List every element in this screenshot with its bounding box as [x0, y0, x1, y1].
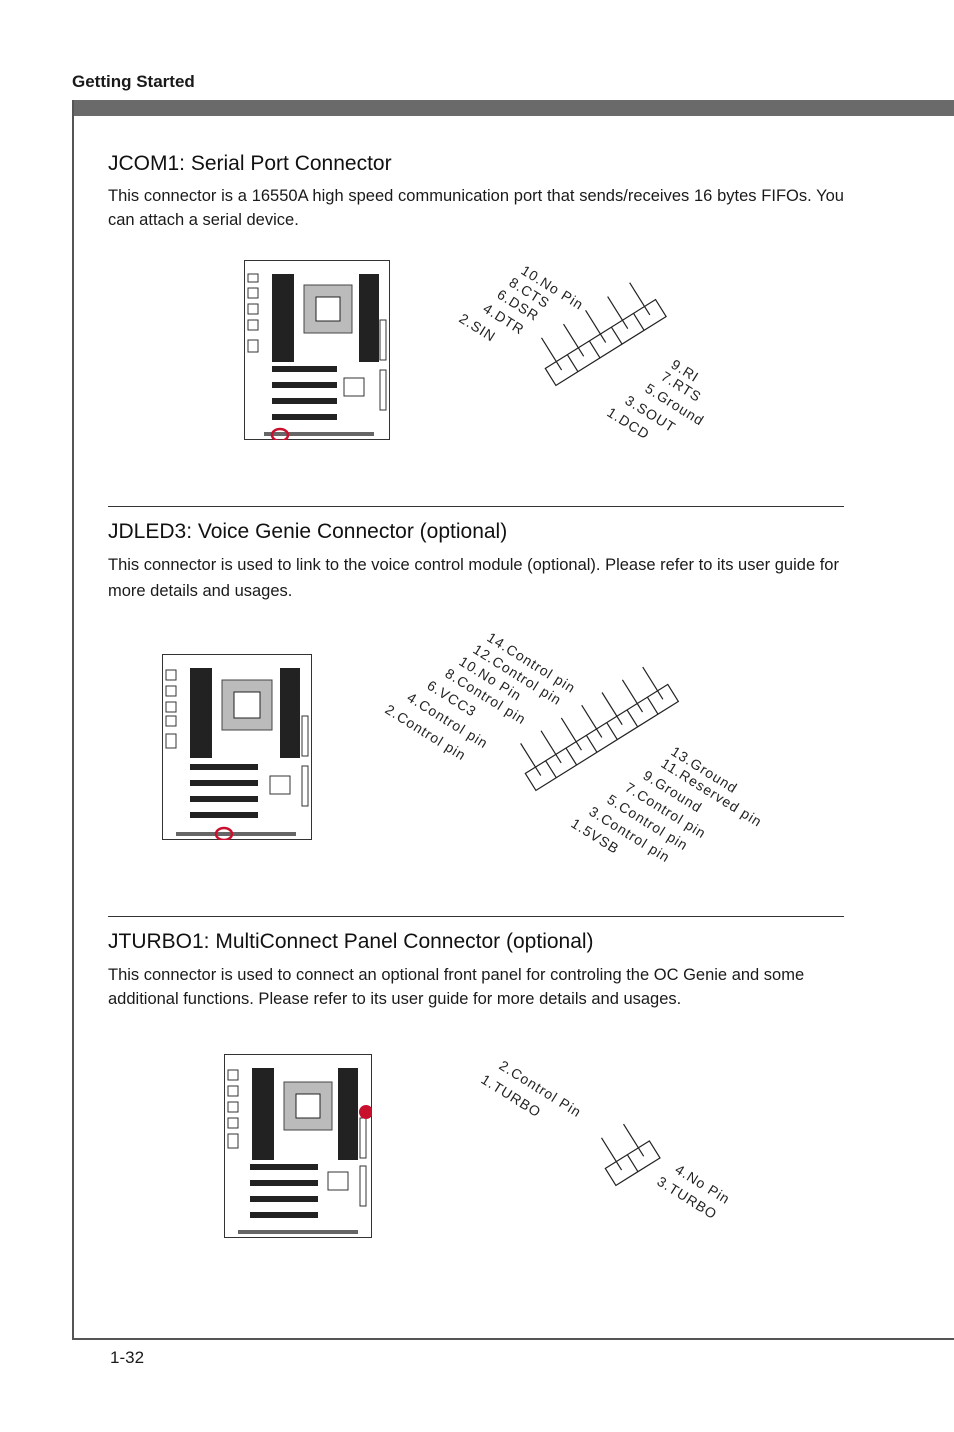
frame-bottom-rule	[72, 1338, 954, 1340]
jcom1-title: JCOM1: Serial Port Connector	[108, 152, 392, 175]
page-number: 1-32	[110, 1348, 145, 1367]
jcom1-board-diagram	[244, 260, 390, 440]
jdled3-pinout-diagram: 14.Control pin 12.Control pin 10.No Pin …	[382, 630, 765, 866]
jturbo1-board-diagram	[224, 1054, 372, 1238]
header-bar	[72, 100, 954, 116]
jdled3-title: JDLED3: Voice Genie Connector (optional)	[108, 520, 508, 543]
frame-left-rule	[72, 100, 74, 1340]
section-divider	[108, 916, 844, 917]
jdled3-board-diagram	[162, 654, 312, 840]
section-divider	[108, 506, 844, 507]
jturbo1-body: This connector is used to connect an opt…	[108, 966, 805, 1008]
section-header: Getting Started	[72, 72, 195, 91]
jdled3-body: This connector is used to link to the vo…	[108, 556, 839, 600]
jcom1-pinout-diagram: 10.No Pin 8.CTS 6.DSR 4.DTR 2.SIN 9.RI 7…	[456, 262, 707, 442]
jturbo1-pinout-diagram: 2.Control Pin 1.TURBO 4.No Pin 3.TURBO	[478, 1060, 733, 1222]
jcom1-body: This connector is a 16550A high speed co…	[108, 187, 844, 229]
jturbo1-title: JTURBO1: MultiConnect Panel Connector (o…	[108, 930, 594, 953]
